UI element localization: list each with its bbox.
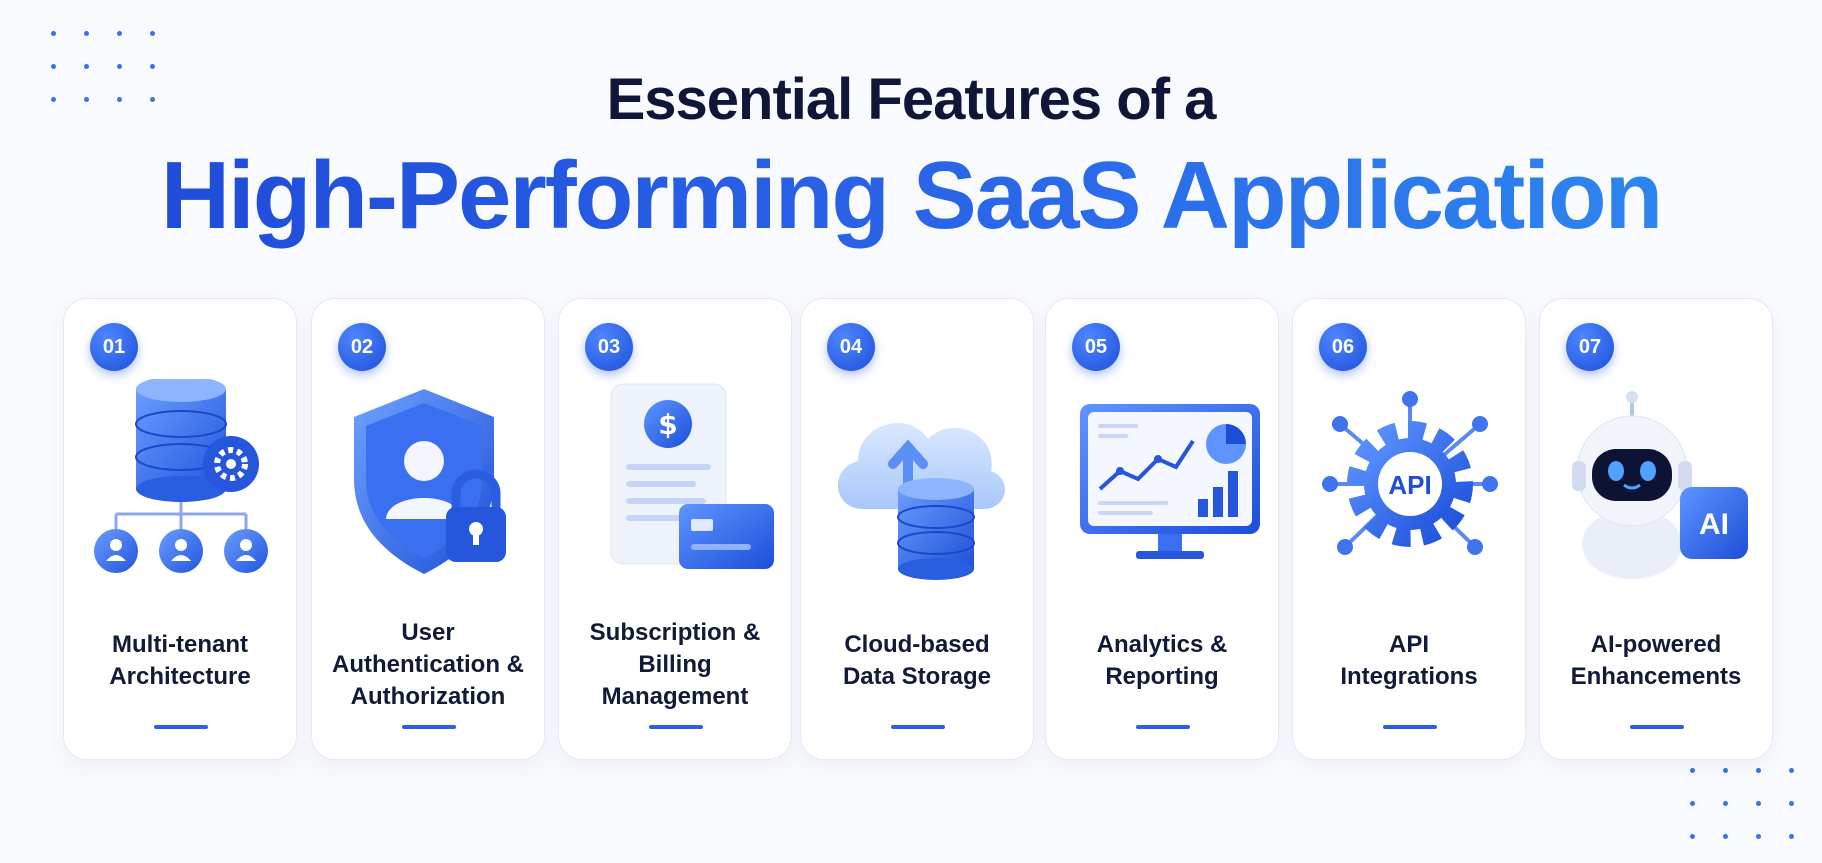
accent-underline: [154, 725, 208, 729]
feature-number-badge: 05: [1072, 323, 1120, 371]
ai-icon-text: AI: [1699, 508, 1729, 541]
ai-robot-icon: AI: [1572, 391, 1748, 579]
accent-underline: [1630, 725, 1684, 729]
feature-label: Analytics & Reporting: [1096, 631, 1228, 690]
svg-text:$: $: [658, 408, 677, 441]
feature-number-badge: 06: [1319, 323, 1367, 371]
feature-number-badge: 02: [338, 323, 386, 371]
feature-label: User Authentication & Authorization: [332, 619, 524, 710]
feature-number-badge: 04: [827, 323, 875, 371]
accent-underline: [891, 725, 945, 729]
api-gear-icon: API: [1322, 391, 1498, 555]
feature-label: API Integrations: [1340, 631, 1478, 690]
feature-card-03: 03 $ Subscription & Billing Management: [558, 298, 792, 760]
feature-label: AI-powered Enhancements: [1570, 631, 1742, 690]
feature-label: Subscription & Billing Management: [589, 619, 761, 710]
decorative-dots-bottom-right: [1690, 768, 1794, 839]
feature-label: Multi-tenant Architecture: [109, 631, 251, 690]
feature-label: Cloud-based Data Storage: [842, 631, 992, 690]
page-title-line-1: Essential Features of a: [606, 67, 1217, 132]
page-title-line-2: High-Performing SaaS Application: [0, 143, 1822, 249]
database-network-icon: [94, 379, 268, 573]
analytics-monitor-icon: [1080, 404, 1260, 559]
feature-number-badge: 01: [90, 323, 138, 371]
feature-card-01: 01 Multi-tenant Architecture: [63, 298, 297, 760]
feature-number-badge: 03: [585, 323, 633, 371]
invoice-card-icon: $: [610, 383, 774, 569]
feature-card-05: 05 Analytics & Reporting: [1045, 298, 1279, 760]
accent-underline: [1136, 725, 1190, 729]
accent-underline: [649, 725, 703, 729]
feature-number-badge: 07: [1566, 323, 1614, 371]
accent-underline: [1383, 725, 1437, 729]
shield-lock-icon: [354, 389, 506, 574]
feature-card-06: 06 API API Integrations: [1292, 298, 1526, 760]
feature-card-07: 07 AI AI-powered Enhancements: [1539, 298, 1773, 760]
decorative-dots-top-left: [51, 31, 155, 102]
feature-card-04: 04 Cloud-based Data Storage: [800, 298, 1034, 760]
feature-card-02: 02 User Authentication & Authorization: [311, 298, 545, 760]
api-icon-text: API: [1388, 470, 1431, 500]
accent-underline: [402, 725, 456, 729]
cloud-storage-icon: [837, 423, 1005, 580]
